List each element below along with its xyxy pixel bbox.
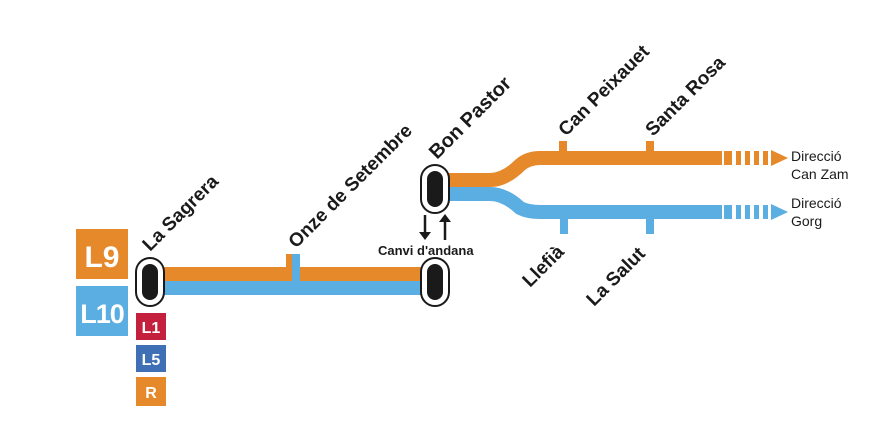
badge-l5: L5 [136,345,166,372]
station-bon-pastor-lower-marker [420,257,450,307]
station-label-onze-de-setembre: Onze de Setembre [285,120,417,252]
badge-l1-text: L1 [142,320,161,337]
up-down-arrows-icon [419,214,451,240]
badge-r: R [136,377,166,406]
l10-track [150,187,788,295]
direction-gorg-line1: Direcció [791,195,842,211]
station-label-can-peixauet: Can Peixauet [555,41,655,141]
can-peixauet-tick [559,141,567,157]
badge-l10-text: L10 [80,299,124,329]
direction-can-zam-line2: Can Zam [791,166,849,182]
llefia-tick [560,218,568,234]
station-label-la-sagrera: La Sagrera [139,171,224,256]
badge-l5-text: L5 [142,352,161,369]
station-label-santa-rosa: Santa Rosa [642,52,730,140]
badge-r-text: R [145,385,157,402]
station-label-llefia: Llefià [519,241,569,291]
badge-l9: L9 [76,229,128,279]
badge-l9-text: L9 [84,241,119,274]
la-salut-tick [646,218,654,234]
station-label-bon-pastor: Bon Pastor [425,72,516,163]
station-la-sagrera-marker [135,257,165,307]
direction-can-zam-line1: Direcció [791,148,842,164]
platform-change-label: Canvi d'andana [378,243,474,258]
onze-de-setembre-tick-l10 [292,254,300,282]
l9-track-dashes [724,151,768,165]
direction-gorg-line2: Gorg [791,213,822,229]
santa-rosa-tick [646,141,654,157]
station-label-la-salut: La Salut [583,243,651,311]
l10-arrow-right-icon [771,204,788,220]
station-bon-pastor-upper-marker [420,164,450,214]
onze-de-setembre-tick-l9 [286,254,294,270]
l9-arrow-right-icon [771,150,788,166]
badge-l10: L10 [76,286,128,336]
l10-track-dashes [724,205,768,219]
badge-l1: L1 [136,313,166,340]
